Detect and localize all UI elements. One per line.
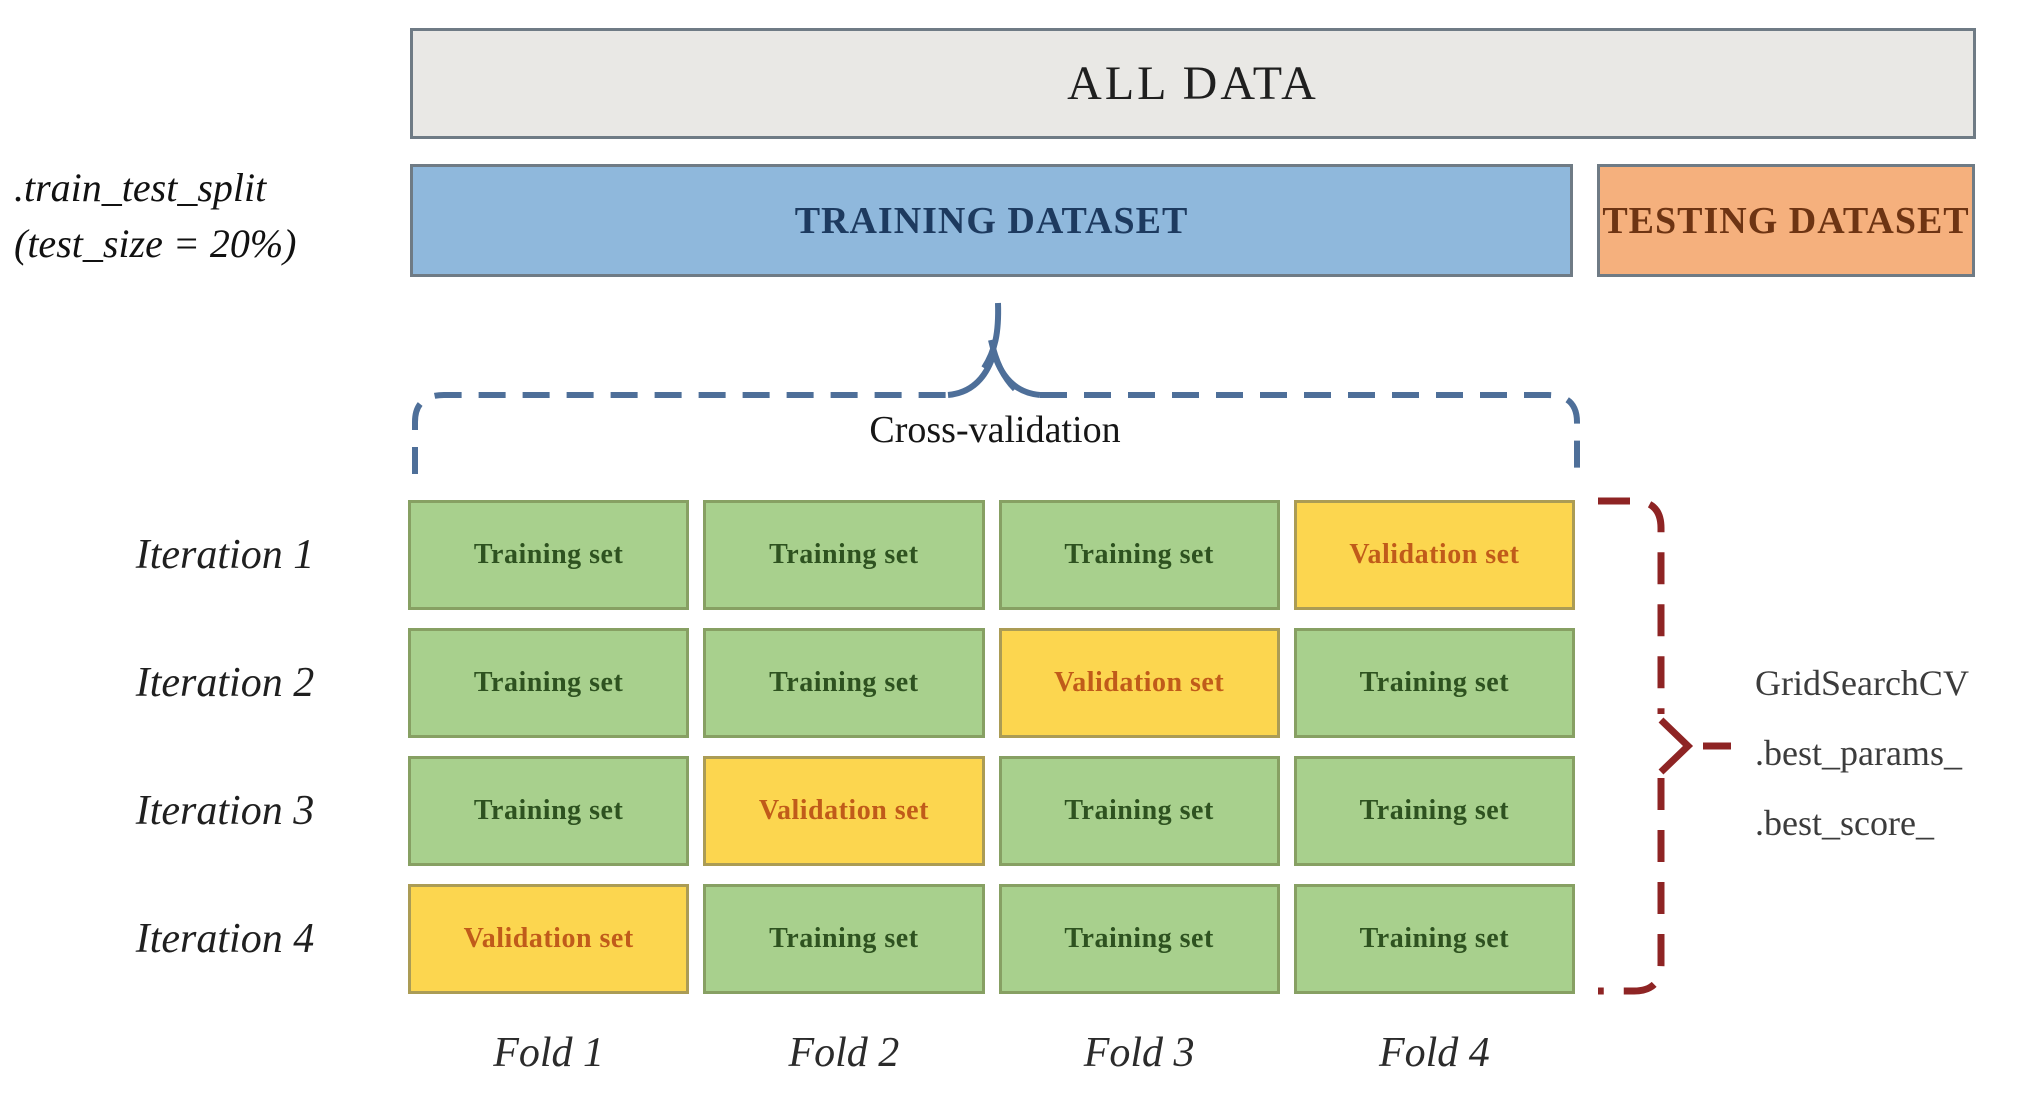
cv-cell-training: Training set (408, 628, 690, 738)
testing-dataset-label: TESTING DATASET (1602, 199, 1970, 242)
iteration-label: Iteration 4 (135, 916, 315, 962)
gridsearch-panel: GridSearchCV .best_params_ .best_score_ (1755, 648, 2015, 858)
iteration-label: Iteration 1 (135, 532, 315, 578)
cv-cell-training: Training set (408, 500, 690, 610)
fold-label: Fold 1 (493, 1030, 605, 1076)
gridsearch-title: GridSearchCV (1755, 663, 1969, 703)
cv-cell-validation: Validation set (998, 628, 1280, 738)
all-data-label: ALL DATA (1067, 57, 1319, 110)
training-dataset-box: TRAINING DATASET (410, 164, 1573, 277)
iteration-label: Iteration 2 (135, 660, 315, 706)
cv-cell-training: Training set (1293, 628, 1575, 738)
cv-cell-training: Training set (408, 756, 690, 866)
cv-cell-training: Training set (998, 884, 1280, 994)
iteration-label: Iteration 3 (135, 788, 315, 834)
split-annotation: .train_test_split (test_size = 20%) (14, 160, 399, 272)
fold-label: Fold 4 (1378, 1030, 1490, 1076)
cv-cell-training: Training set (998, 756, 1280, 866)
cv-cell-validation: Validation set (408, 884, 690, 994)
fold-label: Fold 2 (788, 1030, 900, 1076)
cv-cell-training: Training set (703, 500, 985, 610)
cv-cell-training: Training set (1293, 756, 1575, 866)
cv-cell-training: Training set (703, 884, 985, 994)
split-annotation-line2: (test_size = 20%) (14, 221, 297, 266)
cv-cell-validation: Validation set (703, 756, 985, 866)
cross-validation-label: Cross-validation (869, 409, 1121, 451)
cv-cell-training: Training set (998, 500, 1280, 610)
cv-cell-training: Training set (1293, 884, 1575, 994)
connector-brace-icon (981, 302, 1018, 392)
all-data-box: ALL DATA (410, 28, 1976, 139)
gridsearch-best-score: .best_score_ (1755, 803, 1934, 843)
fold-labels: Fold 1 Fold 2 Fold 3 Fold 4 (408, 1024, 1575, 1082)
gridsearch-best-params: .best_params_ (1755, 733, 1962, 773)
gridsearch-bracket-icon (1598, 497, 1731, 995)
split-annotation-line1: .train_test_split (14, 165, 267, 210)
cv-cell-training: Training set (703, 628, 985, 738)
testing-dataset-box: TESTING DATASET (1597, 164, 1975, 277)
iteration-labels: Iteration 1 Iteration 2 Iteration 3 Iterati… (80, 500, 370, 994)
fold-label: Fold 3 (1083, 1030, 1195, 1076)
training-dataset-label: TRAINING DATASET (794, 199, 1189, 242)
cv-cell-validation: Validation set (1293, 500, 1575, 610)
